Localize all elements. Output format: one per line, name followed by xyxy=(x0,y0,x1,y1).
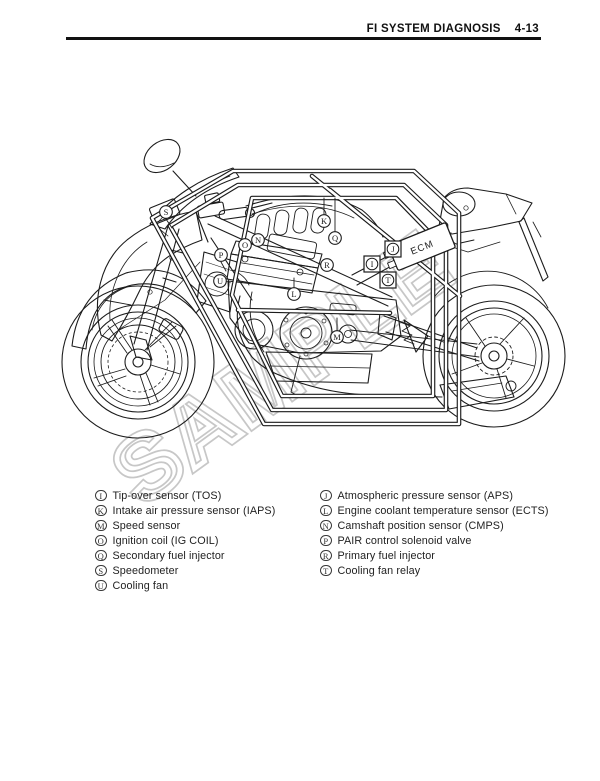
callout-R: R xyxy=(320,258,334,272)
front-fork xyxy=(129,225,184,361)
legend-right-column: J Atmospheric pressure sensor (APS) L En… xyxy=(320,488,549,578)
callout-P: P xyxy=(214,248,228,262)
circled-letter-P: P xyxy=(320,534,332,547)
legend-item-I: I Tip-over sensor (TOS) xyxy=(95,488,275,503)
circled-letter-M: M xyxy=(95,519,107,532)
legend-item-R: R Primary fuel injector xyxy=(320,548,549,563)
svg-text:L: L xyxy=(291,289,296,299)
svg-text:M: M xyxy=(333,332,341,342)
rear-wheel xyxy=(422,270,566,428)
header-rule xyxy=(66,37,541,40)
header-title: FI SYSTEM DIAGNOSIS xyxy=(366,23,501,35)
legend-item-T: T Cooling fan relay xyxy=(320,563,549,578)
circled-letter-O: O xyxy=(95,534,107,547)
circled-letter-N: N xyxy=(320,519,332,532)
circled-letter-I: I xyxy=(95,489,107,502)
legend-item-O: O Ignition coil (IG COIL) xyxy=(95,533,275,548)
legend-item-K: K Intake air pressure sensor (IAPS) xyxy=(95,503,275,518)
ecm-box: ECM xyxy=(382,222,456,271)
callout-J-boxed: J xyxy=(384,240,402,258)
circled-letter-T: T xyxy=(320,564,332,577)
legend-item-L: L Engine coolant temperature sensor (ECT… xyxy=(320,503,549,518)
callout-T-boxed: T xyxy=(379,271,397,289)
front-wheel xyxy=(61,285,215,439)
circled-letter-J: J xyxy=(320,489,332,502)
callout-N: N xyxy=(251,233,265,247)
svg-text:P: P xyxy=(219,250,224,260)
svg-text:Q: Q xyxy=(332,233,338,243)
callout-L: L xyxy=(287,287,301,301)
circled-letter-S: S xyxy=(95,564,107,577)
circled-letter-L: L xyxy=(320,504,332,517)
legend-item-Q: Q Secondary fuel injector xyxy=(95,548,275,563)
svg-text:R: R xyxy=(324,260,330,270)
callout-M: M xyxy=(330,330,344,344)
svg-text:S: S xyxy=(164,207,169,217)
svg-text:I: I xyxy=(371,259,374,269)
callout-O: O xyxy=(238,238,252,252)
legend-item-J: J Atmospheric pressure sensor (APS) xyxy=(320,488,549,503)
callout-K: K xyxy=(317,214,331,228)
page-header: FI SYSTEM DIAGNOSIS 4-13 xyxy=(367,23,539,35)
callout-U: U xyxy=(213,274,227,288)
svg-text:K: K xyxy=(321,216,328,226)
svg-text:O: O xyxy=(242,240,248,250)
legend-item-U: U Cooling fan xyxy=(95,578,275,593)
svg-text:U: U xyxy=(217,276,223,286)
circled-letter-Q: Q xyxy=(95,549,107,562)
callout-S: S xyxy=(159,205,173,219)
callout-I-boxed: I xyxy=(363,255,381,273)
svg-text:J: J xyxy=(391,244,395,254)
circled-letter-R: R xyxy=(320,549,332,562)
header-page-number: 4-13 xyxy=(514,23,539,35)
legend-item-N: N Camshaft position sensor (CMPS) xyxy=(320,518,549,533)
circled-letter-K: K xyxy=(95,504,107,517)
svg-text:T: T xyxy=(385,275,391,285)
legend-item-S: S Speedometer xyxy=(95,563,275,578)
callout-Q: Q xyxy=(328,231,342,245)
mirror xyxy=(143,138,197,197)
svg-text:N: N xyxy=(255,235,261,245)
legend-item-M: M Speed sensor xyxy=(95,519,181,532)
legend-item-P: P PAIR control solenoid valve xyxy=(320,533,549,548)
circled-letter-U: U xyxy=(95,579,107,592)
legend-left-column: I Tip-over sensor (TOS) K Intake air pre… xyxy=(95,488,275,593)
